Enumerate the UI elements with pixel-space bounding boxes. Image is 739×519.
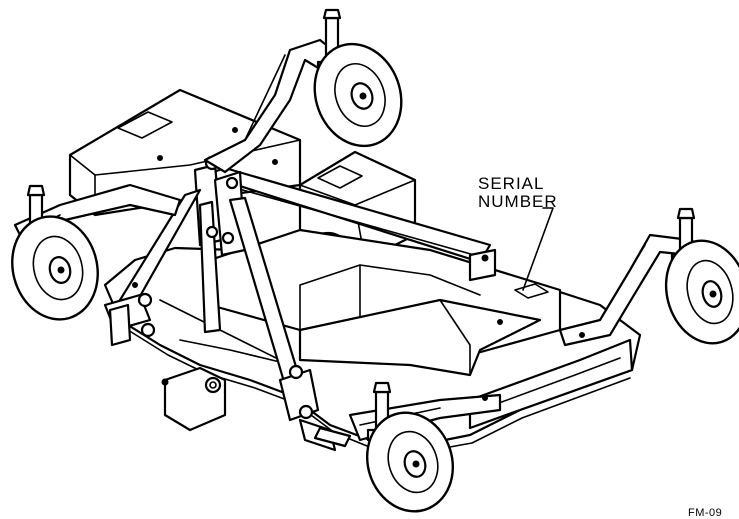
figure-code: FM-09	[688, 507, 723, 519]
front-clevis-right	[278, 364, 352, 452]
serial-number-leader	[522, 207, 554, 291]
center-shield	[208, 228, 562, 377]
serial-number-label-line1: SERIAL	[478, 174, 545, 193]
caster-wheel-left	[11, 215, 99, 321]
front-hitch-bracket	[161, 366, 227, 432]
serial-number-label-line2: NUMBER	[478, 192, 558, 211]
caster-wheel-rear	[313, 42, 403, 148]
a-frame-hitch	[118, 155, 497, 387]
caster-wheel-front	[365, 411, 455, 513]
front-clevis-left	[103, 282, 156, 347]
caster-wheel-right	[664, 239, 739, 345]
